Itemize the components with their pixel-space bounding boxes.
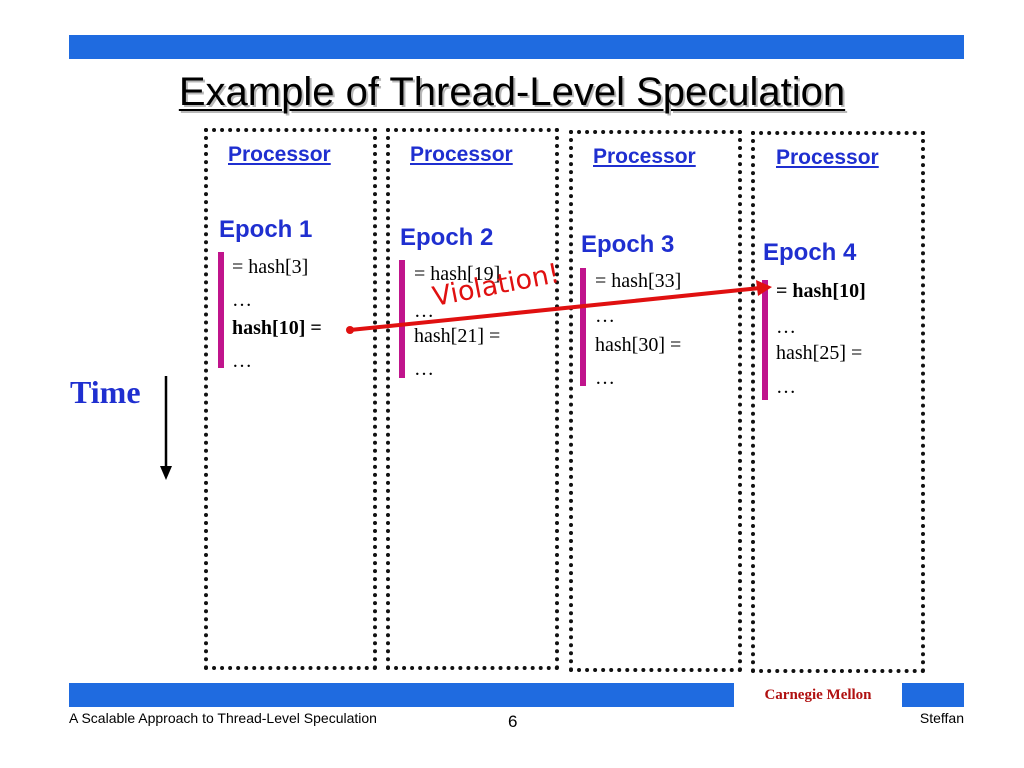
- processor-box-4: [751, 131, 925, 673]
- processor-label-2: Processor: [410, 143, 513, 166]
- header-bar: [69, 35, 964, 59]
- code-line: …: [414, 358, 434, 380]
- footer-author: Steffan: [919, 710, 964, 726]
- epoch-label-4: Epoch 4: [763, 239, 857, 266]
- epoch-label-1: Epoch 1: [219, 216, 313, 243]
- page-number: 6: [508, 712, 518, 731]
- time-arrow-icon: [160, 376, 172, 480]
- code-line: …: [232, 289, 252, 311]
- epoch-bar-3: [580, 268, 586, 386]
- code-line: …: [232, 350, 252, 372]
- code-line: = hash[19]: [414, 263, 501, 285]
- code-line: …: [414, 300, 434, 322]
- footer-bar-left: [69, 683, 734, 707]
- processor-box-1: [204, 128, 377, 670]
- epoch-label-2: Epoch 2: [400, 224, 494, 251]
- processor-box-3: [569, 130, 742, 672]
- slide-title: Example of Thread-Level Speculation: [178, 70, 846, 114]
- epoch-bar-4: [762, 280, 768, 400]
- epoch-label-3: Epoch 3: [581, 231, 675, 258]
- code-line: …: [595, 305, 615, 327]
- code-line: hash[10] =: [232, 317, 322, 339]
- processor-label-3: Processor: [593, 145, 696, 168]
- code-line: = hash[10]: [776, 280, 866, 302]
- footer-talk-title: A Scalable Approach to Thread-Level Spec…: [69, 710, 377, 726]
- code-line: hash[21] =: [414, 325, 501, 347]
- code-line: = hash[3]: [232, 256, 309, 278]
- footer-bar-right: [902, 683, 964, 707]
- time-label: Time: [70, 374, 141, 410]
- processor-label-4: Processor: [776, 146, 879, 169]
- code-line: …: [776, 376, 796, 398]
- processor-box-2: [386, 128, 559, 670]
- code-line: …: [595, 367, 615, 389]
- code-line: hash[30] =: [595, 334, 682, 356]
- brand-label: Carnegie Mellon: [764, 687, 872, 703]
- code-line: hash[25] =: [776, 342, 863, 364]
- epoch-bar-2: [399, 260, 405, 378]
- processor-label-1: Processor: [228, 143, 331, 166]
- code-line: = hash[33]: [595, 270, 682, 292]
- code-line: …: [776, 316, 796, 338]
- epoch-bar-1: [218, 252, 224, 368]
